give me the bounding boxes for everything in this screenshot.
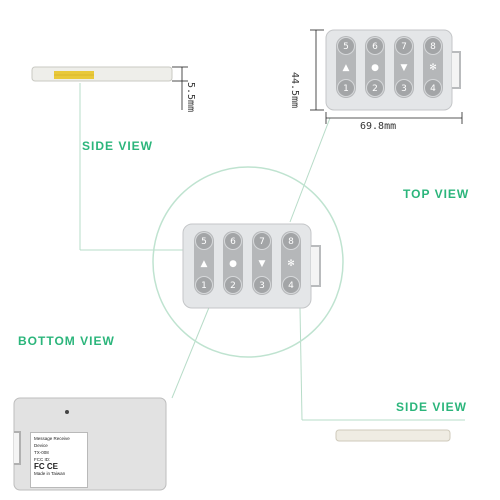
top-view-key-symbol: ✻ (429, 63, 437, 73)
dim-height: 44.5mm (289, 72, 300, 109)
top-view-key-bottom (424, 79, 442, 97)
magnified-key-bottom (282, 276, 300, 294)
magnified-key-top (195, 232, 213, 250)
magnified-key-bottom (224, 276, 242, 294)
top-view-key-label: 3 (401, 84, 407, 94)
magnified-key-symbol: ▼ (259, 259, 266, 269)
magnified-key-label: 3 (259, 281, 265, 291)
label-line-5: Made in Taiwan (34, 471, 66, 476)
top-view-key-top (337, 37, 355, 55)
top-view-key-symbol: ● (371, 63, 379, 73)
top-view-key-bottom (366, 79, 384, 97)
magnified-key-symbol: ▲ (201, 259, 208, 269)
side-view-device (31, 66, 173, 82)
leader-line-side2 (299, 307, 303, 421)
device-rating-label: Message Receive Device TX-008 FCC ID: FC… (30, 432, 88, 488)
magnified-key-label: 1 (201, 281, 207, 291)
dim-width: 69.8mm (360, 121, 397, 132)
top-view-key-label: 1 (343, 84, 349, 94)
label-line-1: Message Receive Device (34, 436, 70, 448)
top-view-key-top (395, 37, 413, 55)
top-view-key-label: 8 (430, 42, 436, 52)
dim-thickness: 5.5mm (185, 82, 196, 113)
magnifier-circle (152, 166, 344, 358)
leader-line-top (289, 117, 331, 223)
magnified-key-label: 6 (230, 237, 236, 247)
label-side-view-2: SIDE VIEW (396, 400, 468, 414)
magnified-keypad: 5 1 ▲ 6 2 ● 7 3 ▼ 8 4 ✻ (194, 231, 301, 295)
top-view-key-label: 2 (372, 84, 378, 94)
label-side-view: SIDE VIEW (82, 139, 154, 153)
magnified-clip (311, 245, 321, 287)
top-view-keypad: 5 1 ▲ 6 2 ● 7 3 ▼ 8 4 ✻ (336, 36, 443, 98)
top-view-key-bottom (337, 79, 355, 97)
label-top-view: TOP VIEW (403, 187, 470, 201)
magnified-key-symbol: ✻ (287, 259, 295, 269)
top-view-key-bottom (395, 79, 413, 97)
top-view-key-symbol: ▲ (343, 63, 350, 73)
top-view-key-label: 6 (372, 42, 378, 52)
magnified-key-label: 5 (201, 237, 207, 247)
magnified-key-label: 7 (259, 237, 265, 247)
top-view-key-top (366, 37, 384, 55)
label-line-3: FCC ID: (34, 457, 51, 462)
magnified-key-symbol: ● (229, 259, 237, 269)
magnified-key-label: 2 (230, 281, 236, 291)
magnified-key-label: 8 (288, 237, 294, 247)
top-view-clip (452, 51, 461, 89)
magnified-key-bottom (195, 276, 213, 294)
top-view-key-symbol: ▼ (401, 63, 408, 73)
certification-marks: FC CE (34, 462, 58, 471)
label-bottom-view: BOTTOM VIEW (18, 334, 115, 348)
magnified-key-top (253, 232, 271, 250)
top-view-key-label: 7 (401, 42, 407, 52)
top-view-key-top (424, 37, 442, 55)
leader-line-bottom (171, 304, 211, 399)
magnified-key-label: 4 (288, 281, 294, 291)
top-view-key-label: 4 (430, 84, 436, 94)
label-line-2: TX-008 (34, 450, 49, 455)
side-view-2-device (335, 429, 451, 442)
magnified-key-bottom (253, 276, 271, 294)
bottom-view-hole (65, 410, 69, 414)
top-view-key-label: 5 (343, 42, 349, 52)
magnified-key-top (282, 232, 300, 250)
magnified-key-top (224, 232, 242, 250)
